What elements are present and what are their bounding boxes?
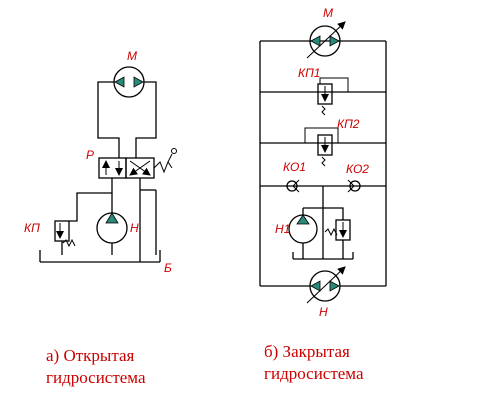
- caption-closed-line1: б) Закрытая: [264, 342, 350, 361]
- tank-icon: [292, 252, 354, 260]
- tank-icon: [39, 250, 161, 263]
- variable-motor-icon: [306, 21, 346, 59]
- relief-valve-icon: [304, 127, 339, 167]
- caption-open-line1: а) Открытая: [46, 346, 135, 365]
- label-a-relief-valve: КП: [24, 221, 40, 235]
- label-b-boost-pump: Н1: [275, 222, 290, 236]
- relief-valve-icon: [317, 77, 349, 116]
- relief-valve-icon: [54, 210, 78, 255]
- relief-valve-icon: [324, 219, 351, 259]
- label-b-check-valve-1: КО1: [283, 160, 306, 174]
- caption-open-line2: гидросистема: [46, 368, 146, 387]
- label-b-main-pump: Н: [319, 305, 328, 319]
- closed-system-diagram: М КП1 КП2 КО1 КО2: [259, 6, 387, 319]
- label-b-relief-valve-2: КП2: [337, 117, 360, 131]
- hydraulic-motor-icon: [113, 66, 145, 98]
- label-a-motor: М: [127, 49, 137, 63]
- line-a-motor-right: [135, 81, 157, 158]
- label-a-distributor: Р: [86, 148, 94, 162]
- line-a-pressure: [76, 178, 113, 210]
- label-a-tank: Б: [164, 261, 172, 275]
- check-valve-icon: [347, 179, 361, 193]
- directional-valve-icon: [98, 148, 177, 179]
- caption-closed-system: б) Закрытая гидросистема: [264, 341, 364, 385]
- caption-open-system: а) Открытая гидросистема: [46, 345, 146, 389]
- label-b-motor: М: [323, 6, 333, 20]
- line-a-motor-left: [97, 81, 120, 158]
- variable-pump-icon: [306, 266, 346, 304]
- open-system-diagram: М Р КП: [24, 49, 177, 275]
- label-a-pump: Н: [130, 221, 139, 235]
- check-valve-icon: [286, 179, 300, 193]
- pump-icon: [96, 212, 128, 255]
- line-b-boost-top: [303, 207, 344, 220]
- caption-closed-line2: гидросистема: [264, 364, 364, 383]
- pump-icon: [288, 214, 318, 259]
- label-b-check-valve-2: КО2: [346, 162, 369, 176]
- label-b-relief-valve-1: КП1: [298, 66, 320, 80]
